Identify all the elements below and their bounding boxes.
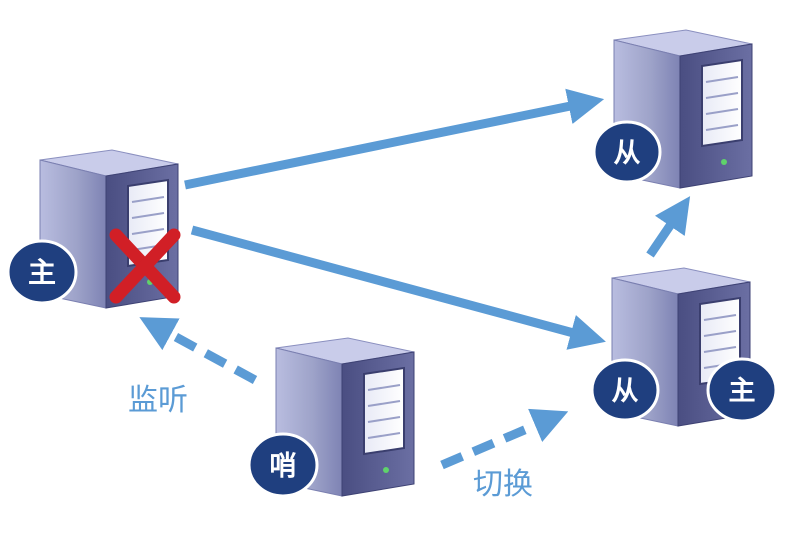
slave-top-badge-label: 从 [614,138,641,169]
edge-master-to-slave-top [184,88,605,190]
switch-label: 切换 [473,467,533,502]
edge-slave-bottom-to-slave-top [646,196,691,258]
promoted-master-badge-label: 主 [729,376,756,407]
edge-sentinel-switch [440,408,569,470]
master-badge: 主 [6,239,78,305]
slave-bottom-badge-label: 从 [612,376,639,407]
promoted-master-badge: 主 [706,357,778,423]
slave-top-badge: 从 [592,120,662,184]
sentinel-badge-label: 哨 [270,451,297,482]
slave-bottom-badge: 从 [590,358,660,422]
sentinel-badge: 哨 [247,432,319,498]
edge-sentinel-listen-master [139,317,258,384]
failure-x-icon [109,228,181,304]
master-badge-label: 主 [28,256,56,289]
edge-master-to-slave-bottom [190,225,606,350]
listen-label: 监听 [128,383,188,418]
